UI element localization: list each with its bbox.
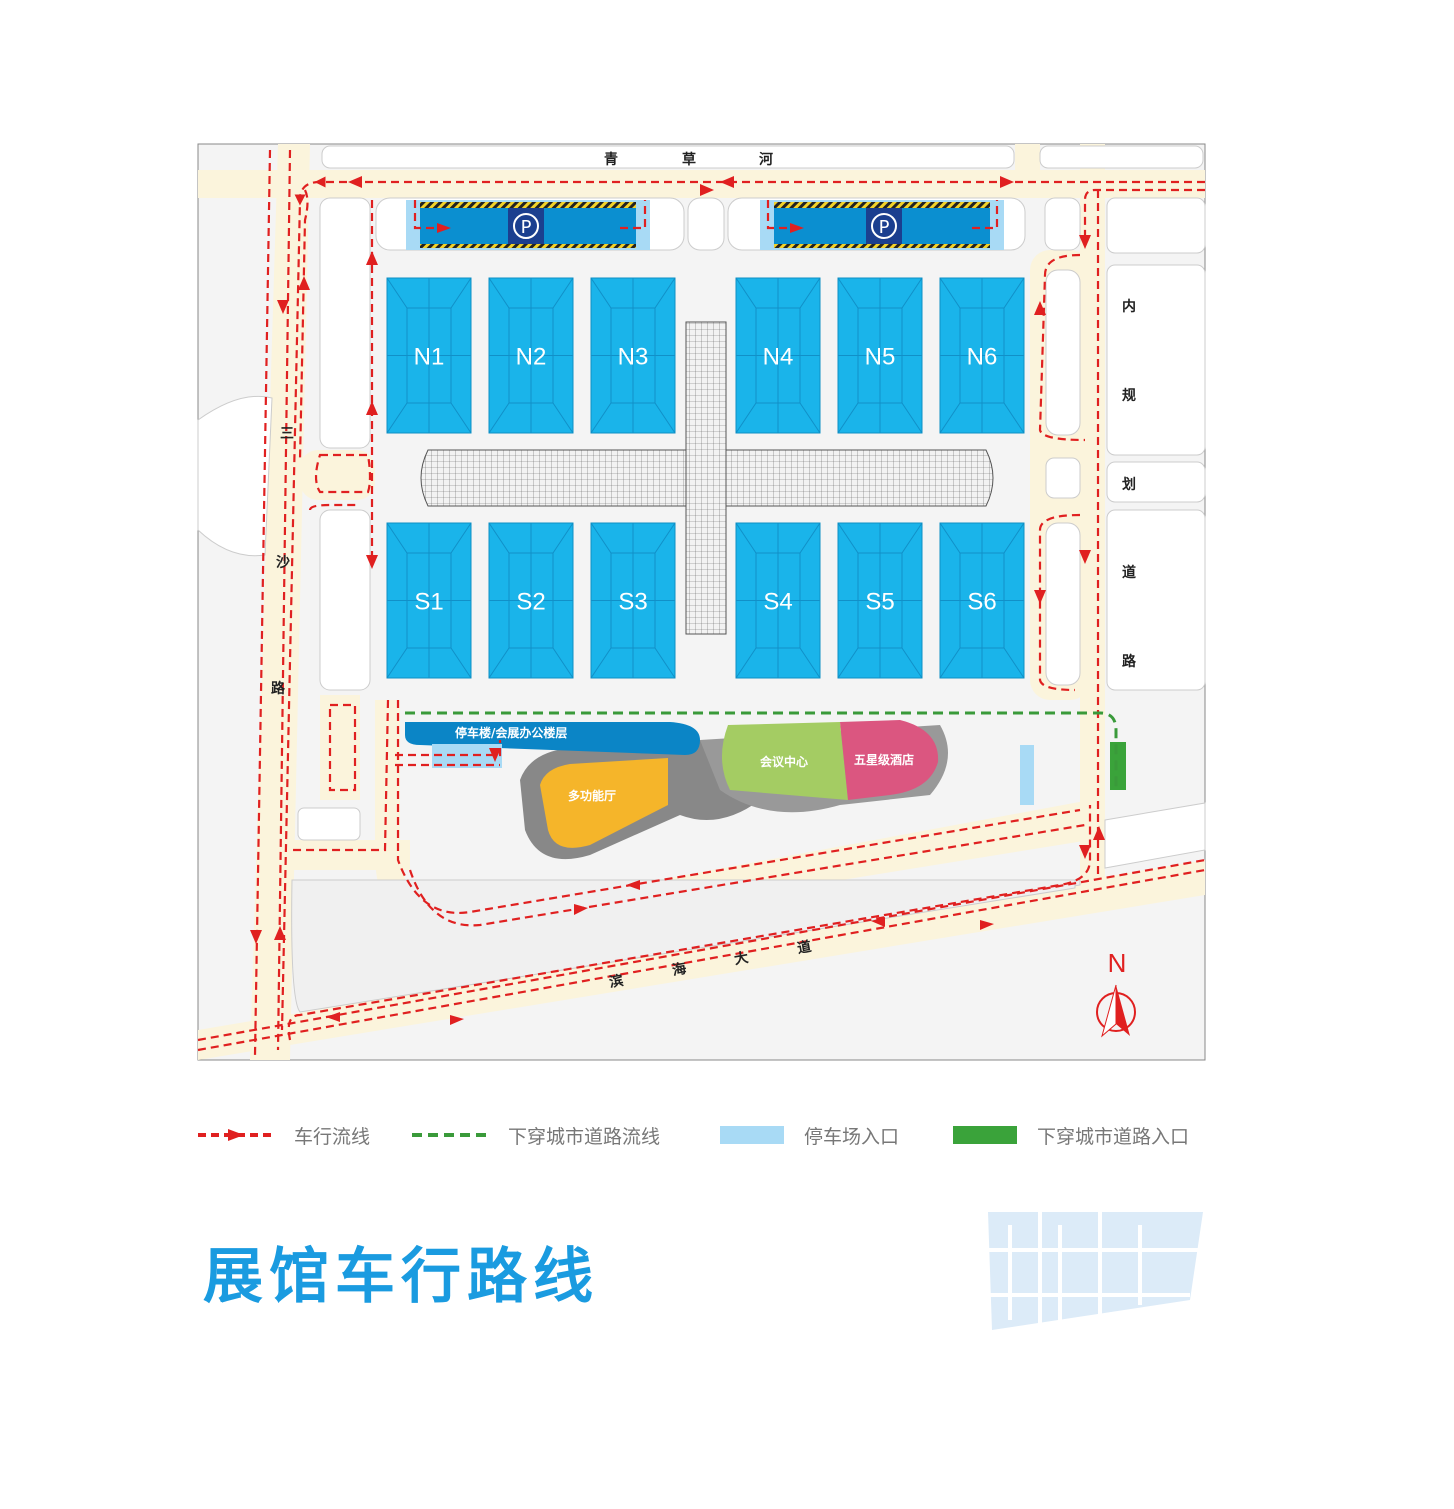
road-label-south: 海 bbox=[671, 960, 688, 979]
red-dashed-arrow-icon bbox=[198, 1129, 274, 1141]
light-blue-swatch-icon bbox=[720, 1126, 784, 1144]
hotel bbox=[840, 720, 939, 800]
multi-function-hall bbox=[540, 758, 668, 848]
parking-symbol: P bbox=[879, 217, 890, 238]
road-label-north: 河 bbox=[759, 151, 773, 168]
exhibition-hall: S2 bbox=[488, 522, 574, 679]
exhibition-hall: N3 bbox=[590, 277, 676, 434]
parking-symbol: P bbox=[521, 217, 532, 238]
south-complex: 停车楼/会展办公楼层 多功能厅 会议中心 五星级酒店 bbox=[405, 720, 1126, 860]
hall-label: S6 bbox=[967, 589, 996, 616]
legend-label: 车行流线 bbox=[294, 1125, 371, 1148]
exhibition-hall: N1 bbox=[386, 277, 472, 434]
legend-vehicle-route: 车行流线 bbox=[198, 1120, 370, 1150]
route-arrows bbox=[250, 176, 1105, 1025]
legend-underpass-entrance: 下穿城市道路入口 bbox=[953, 1120, 1189, 1150]
exhibition-hall: S5 bbox=[837, 522, 923, 679]
road-label-south: 大 bbox=[733, 949, 750, 968]
road-label-east: 内 bbox=[1122, 298, 1136, 315]
exhibition-hall: S1 bbox=[386, 522, 472, 679]
conference-center bbox=[721, 722, 848, 800]
compass-label: N bbox=[1108, 948, 1127, 978]
hall-label: N5 bbox=[865, 344, 896, 371]
hall-label: S3 bbox=[618, 589, 647, 616]
underpass-route bbox=[405, 711, 1118, 790]
hall-label: N6 bbox=[967, 344, 998, 371]
parking-building-west: P bbox=[406, 200, 650, 250]
hall-label: S4 bbox=[763, 589, 792, 616]
conference-label: 会议中心 bbox=[760, 754, 808, 769]
multi-hall-label: 多功能厅 bbox=[568, 788, 616, 803]
site-thumbnail bbox=[988, 1212, 1203, 1330]
hall-label: N1 bbox=[414, 344, 445, 371]
hotel-label: 五星级酒店 bbox=[854, 752, 914, 767]
legend: 车行流线 下穿城市道路流线 停车场入口 下穿城市道路入口 bbox=[198, 1120, 1208, 1150]
hall-label: S1 bbox=[414, 589, 443, 616]
exhibition-hall: N5 bbox=[837, 277, 923, 434]
road-label-east: 划 bbox=[1122, 476, 1136, 493]
hall-label: N4 bbox=[763, 344, 794, 371]
north-compass: N bbox=[1096, 948, 1136, 1038]
parking-office-label: 停车楼/会展办公楼层 bbox=[455, 725, 567, 740]
exhibition-hall: S4 bbox=[735, 522, 821, 679]
hall-label: N2 bbox=[516, 344, 547, 371]
hall-label: N3 bbox=[618, 344, 649, 371]
exhibition-hall: N2 bbox=[488, 277, 574, 434]
legend-label: 下穿城市道路入口 bbox=[1037, 1125, 1190, 1148]
page-title: 展馆车行路线 bbox=[203, 1242, 599, 1312]
road-label-north: 青 bbox=[604, 151, 618, 168]
road-label-west: 沙 bbox=[276, 555, 290, 571]
road-label-west: 路 bbox=[271, 680, 286, 697]
road-label-east: 道 bbox=[1122, 564, 1136, 581]
exhibition-hall: N6 bbox=[939, 277, 1025, 434]
legend-parking-entrance: 停车场入口 bbox=[720, 1120, 899, 1150]
exhibition-hall: S3 bbox=[590, 522, 676, 679]
parking-entrance bbox=[1020, 745, 1034, 805]
exhibition-hall: N4 bbox=[735, 277, 821, 434]
underpass-entrance bbox=[1110, 742, 1126, 790]
parking-building-east: P bbox=[760, 200, 1004, 250]
hall-label: S2 bbox=[516, 589, 545, 616]
legend-label: 下穿城市道路流线 bbox=[508, 1125, 661, 1148]
legend-underpass-route: 下穿城市道路流线 bbox=[412, 1120, 660, 1150]
road-label-north: 草 bbox=[682, 151, 696, 168]
road-label-east: 规 bbox=[1122, 388, 1136, 404]
central-corridor bbox=[420, 321, 994, 635]
road-label-east: 路 bbox=[1122, 653, 1137, 670]
exhibition-hall: S6 bbox=[939, 522, 1025, 679]
green-swatch-icon bbox=[953, 1126, 1017, 1144]
green-dashed-line-icon bbox=[412, 1133, 488, 1137]
legend-label: 停车场入口 bbox=[804, 1125, 900, 1148]
road-label-west: 三 bbox=[280, 426, 294, 442]
hall-label: S5 bbox=[865, 589, 894, 616]
road-label-south: 道 bbox=[796, 938, 813, 957]
road-label-south: 滨 bbox=[608, 972, 625, 991]
road-labels: 青 草 河 内 规 划 道 路 三 沙 路 滨 海 大 道 bbox=[271, 151, 1137, 991]
